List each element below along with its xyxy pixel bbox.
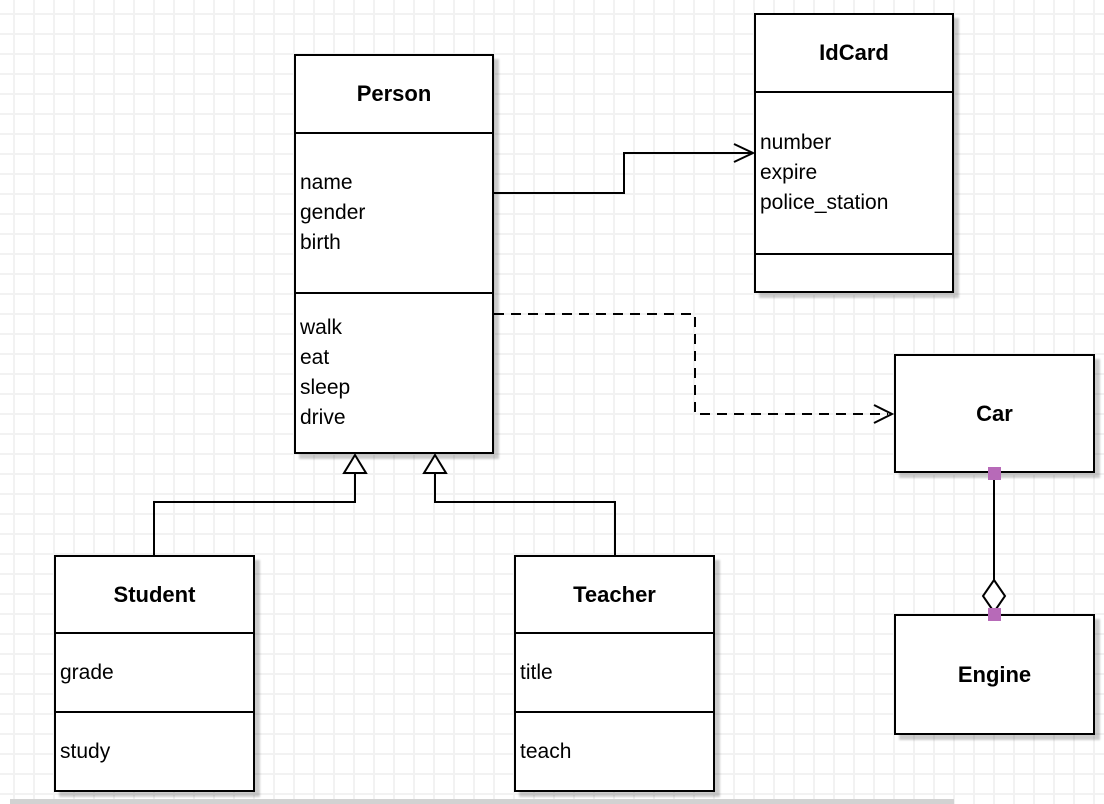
class-box-engine[interactable]: Engine xyxy=(894,614,1095,735)
class-title: Engine xyxy=(957,661,1032,687)
open-arrowhead xyxy=(873,404,895,424)
methods-compartment: teach xyxy=(516,713,713,790)
class-box-student[interactable]: Student grade study xyxy=(54,555,255,792)
class-method: walk xyxy=(300,316,343,339)
methods-compartment: walk eat sleep drive xyxy=(296,294,492,452)
endpoint-handle[interactable] xyxy=(988,467,1001,480)
class-attribute: title xyxy=(520,660,553,684)
class-attribute: expire xyxy=(760,161,818,184)
methods-compartment: study xyxy=(56,713,253,790)
attributes-compartment: title xyxy=(516,634,713,713)
endpoint-handle[interactable] xyxy=(988,608,1001,621)
class-method: teach xyxy=(520,739,572,763)
open-arrowhead xyxy=(733,143,756,163)
class-attribute: gender xyxy=(300,201,366,224)
attributes-compartment: name gender birth xyxy=(296,134,492,294)
hollow-diamond-marker xyxy=(981,578,1007,614)
class-title: Teacher xyxy=(516,557,713,634)
generalization-student-person[interactable] xyxy=(153,453,368,555)
class-title: IdCard xyxy=(756,15,952,93)
hollow-triangle-marker xyxy=(422,453,448,474)
canvas-bottom-shadow xyxy=(10,799,954,804)
dependency-person-car[interactable] xyxy=(494,313,895,424)
attributes-compartment: number expire police_station xyxy=(756,93,952,255)
association-person-idcard[interactable] xyxy=(494,143,756,194)
aggregation-car-engine[interactable] xyxy=(981,467,1007,621)
class-title: Person xyxy=(296,56,492,134)
hollow-triangle-marker xyxy=(342,453,368,474)
class-attribute: name xyxy=(300,171,353,194)
class-title: Student xyxy=(56,557,253,634)
class-box-person[interactable]: Person name gender birth walk eat sleep … xyxy=(294,54,494,454)
class-box-idcard[interactable]: IdCard number expire police_station xyxy=(754,13,954,293)
class-method: eat xyxy=(300,346,330,369)
class-attribute: birth xyxy=(300,231,341,254)
class-attribute: police_station xyxy=(760,191,889,214)
class-attribute: grade xyxy=(60,660,114,684)
class-method: study xyxy=(60,739,111,763)
class-title: Car xyxy=(976,400,1013,426)
class-box-teacher[interactable]: Teacher title teach xyxy=(514,555,715,792)
class-method: drive xyxy=(300,406,346,429)
class-method: sleep xyxy=(300,376,351,399)
attributes-compartment: grade xyxy=(56,634,253,713)
generalization-teacher-person[interactable] xyxy=(422,453,616,555)
class-box-car[interactable]: Car xyxy=(894,354,1095,473)
class-attribute: number xyxy=(760,131,832,154)
